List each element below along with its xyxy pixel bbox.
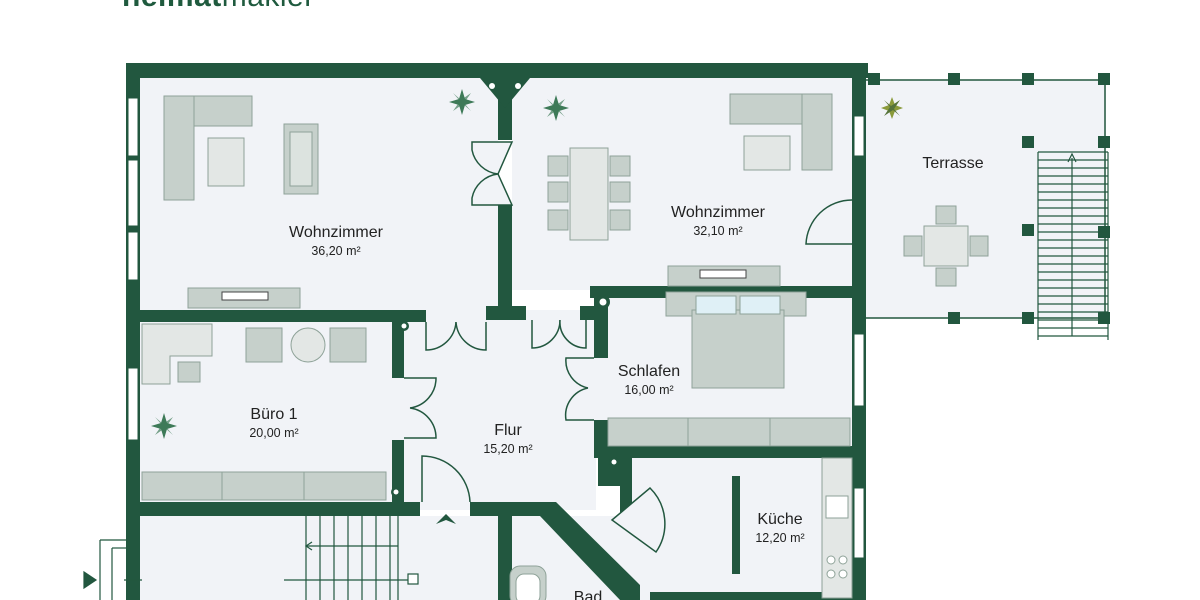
logo-light: makler — [222, 0, 315, 13]
room-name: Büro 1 — [250, 406, 298, 423]
dining-table — [569, 147, 609, 241]
doors — [404, 141, 853, 554]
wall-living-office — [126, 310, 426, 322]
room-name: Terrasse — [922, 155, 984, 172]
furniture-living-right — [547, 93, 833, 287]
wardrobe — [607, 417, 851, 447]
terrace-posts — [868, 73, 1110, 324]
entrance-marks — [83, 539, 142, 600]
room-label-bad: Bad — [548, 588, 628, 600]
room-label-schlafen: Schlafen 16,00 m² — [594, 362, 704, 398]
room-label-terrasse: Terrasse — [898, 154, 1008, 174]
bathtub — [509, 565, 547, 600]
wall-right — [852, 63, 866, 600]
terrace-stairs — [1037, 151, 1109, 340]
wall-top — [126, 63, 868, 78]
floor-terrasse — [866, 80, 1106, 318]
furniture-bedroom — [607, 291, 851, 447]
plants — [151, 89, 903, 439]
terrace-table — [903, 205, 989, 287]
entry-arrow-icon — [436, 514, 456, 524]
floor-stairs-area — [140, 516, 498, 600]
room-name: Küche — [757, 511, 803, 528]
logo-bold: heimat — [122, 0, 222, 13]
room-label-wohnzimmer-right: Wohnzimmer 32,10 m² — [648, 203, 788, 239]
room-area: 20,00 m² — [249, 426, 299, 440]
room-area: 36,20 m² — [311, 244, 361, 258]
room-label-flur: Flur 15,20 m² — [458, 421, 558, 457]
furniture-living-left — [163, 95, 319, 309]
brand-logo: heimatmakler — [122, 0, 315, 14]
room-label-kueche: Küche 12,20 m² — [730, 510, 830, 546]
room-name: Wohnzimmer — [671, 204, 765, 221]
room-area: 15,20 m² — [483, 442, 533, 456]
plant-icon — [151, 413, 177, 439]
room-area: 32,10 m² — [693, 224, 743, 238]
office-shelf — [141, 471, 387, 501]
plant-icon — [543, 95, 569, 121]
room-label-wohnzimmer-left: Wohnzimmer 36,20 m² — [266, 223, 406, 259]
furniture-kitchen — [821, 457, 853, 599]
furniture-office — [141, 323, 387, 501]
floor-kueche — [632, 458, 852, 600]
room-area: 12,20 m² — [755, 531, 805, 545]
interior-stairs — [284, 516, 419, 600]
windows — [127, 97, 865, 559]
room-name: Flur — [494, 422, 522, 439]
bed — [691, 309, 785, 389]
plant-icon — [881, 97, 903, 119]
pillar-details — [391, 83, 619, 497]
room-name: Wohnzimmer — [289, 224, 383, 241]
room-label-buero: Büro 1 20,00 m² — [224, 405, 324, 441]
plant-icon — [449, 89, 475, 115]
room-name: Bad — [573, 589, 603, 600]
room-area: 16,00 m² — [624, 383, 674, 397]
terrace-outline — [866, 79, 1106, 319]
room-name: Schlafen — [617, 363, 681, 380]
